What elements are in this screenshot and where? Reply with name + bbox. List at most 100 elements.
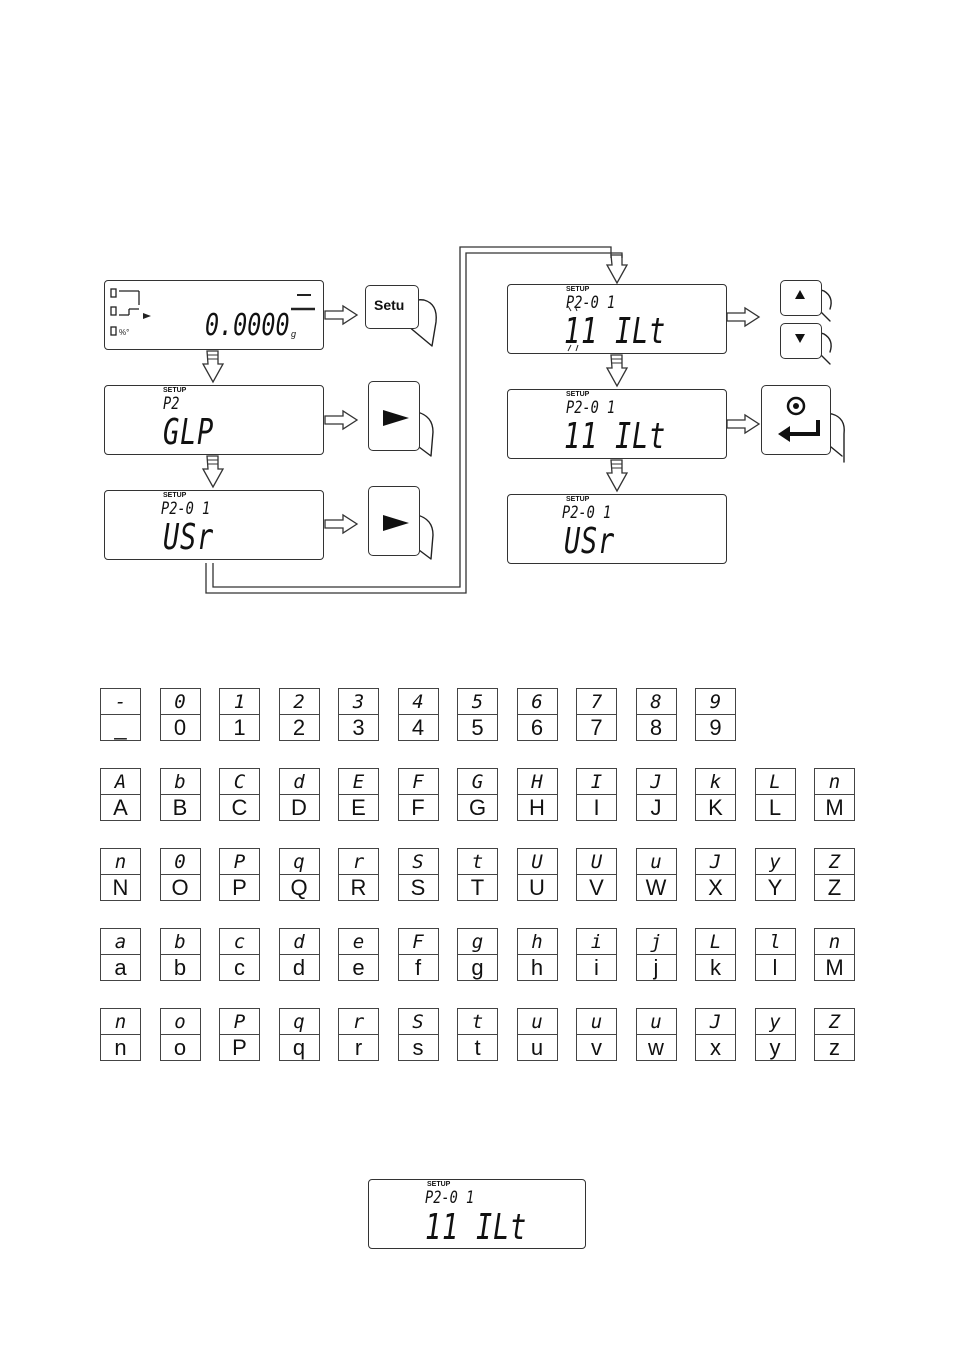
right-arrow-key-2[interactable] (368, 486, 420, 556)
char-letter: j (653, 955, 659, 980)
menu-word: USr (163, 517, 215, 558)
char-display-glyph: 4 (398, 689, 438, 715)
char-display-glyph: 1 (220, 689, 259, 715)
right-arrow-key-1[interactable] (368, 381, 420, 451)
arrow-right-2 (324, 409, 359, 431)
char-display-glyph: n (815, 769, 854, 795)
char-display-glyph: C (220, 769, 259, 795)
display-edit: SETUP P2-0 1 11 ILt (507, 389, 727, 459)
char-display-glyph: o (160, 1009, 200, 1035)
char-letter: U (529, 875, 545, 900)
char-letter: M (825, 955, 844, 980)
char-display-glyph: 7 (577, 689, 616, 715)
menu-code: P2-0 1 (425, 1188, 475, 1208)
display-weighing: %° 0.0000 g (104, 280, 324, 350)
char-letter: V (589, 875, 604, 900)
char-display-glyph: L (696, 929, 735, 955)
char-letter: J (650, 795, 662, 820)
setup-indicator: SETUP (566, 496, 590, 503)
display-final: SETUP P2-0 1 11 ILt (368, 1179, 586, 1249)
char-display-glyph: S (398, 1009, 438, 1035)
up-arrow-key[interactable] (780, 280, 822, 316)
char-display-glyph: E (339, 769, 378, 795)
char-display-glyph: q (279, 1009, 319, 1035)
char-letter: F (411, 795, 425, 820)
char-display-glyph: i (577, 929, 616, 955)
char-display-glyph: h (517, 929, 557, 955)
char-letter: Q (290, 875, 308, 900)
char-display-glyph: P (220, 1009, 259, 1035)
char-letter: r (354, 1035, 363, 1060)
char-letter: Y (767, 875, 783, 900)
char-letter: A (113, 795, 128, 820)
menu-code: P2 (163, 394, 180, 414)
char-display-glyph: u (577, 1009, 616, 1035)
char-display-glyph: 8 (636, 689, 676, 715)
char-display-glyph: b (160, 769, 200, 795)
char-letter: i (594, 955, 599, 980)
blink-marks (567, 305, 579, 352)
char-letter: W (645, 875, 667, 900)
char-display-glyph: u (517, 1009, 557, 1035)
right-arrow-icon (383, 515, 409, 531)
setup-key[interactable]: Setu (365, 285, 419, 329)
arrow-right-3 (324, 513, 359, 535)
menu-word: 11 ILt (564, 416, 667, 457)
char-letter: f (414, 955, 422, 980)
arrow-right-4 (726, 306, 761, 328)
char-display-glyph: y (755, 849, 795, 875)
char-letter: E (351, 795, 366, 820)
menu-code: P2-0 1 (566, 293, 616, 313)
char-display-glyph: e (339, 929, 378, 955)
setup-indicator: SETUP (566, 286, 590, 293)
char-display-glyph: r (339, 1009, 378, 1035)
char-display-glyph: H (517, 769, 557, 795)
char-display-glyph: y (755, 1009, 795, 1035)
display-edit-blinking: SETUP P2-0 1 11 ILt (507, 284, 727, 354)
char-display-glyph: F (398, 929, 438, 955)
char-letter: z (829, 1035, 840, 1060)
down-arrow-icon (795, 334, 805, 343)
down-arrow-key[interactable] (780, 323, 822, 359)
char-display-glyph: n (101, 849, 140, 875)
char-letter: K (708, 795, 723, 820)
char-letter: B (172, 795, 188, 820)
char-display-glyph: t (458, 1009, 497, 1035)
up-arrow-icon (795, 290, 805, 299)
char-display-glyph: J (696, 1009, 735, 1035)
char-display-glyph: j (636, 929, 676, 955)
enter-key[interactable] (761, 385, 831, 455)
char-letter: y (769, 1035, 781, 1060)
char-cell: -_ (100, 688, 141, 741)
char-display-glyph: P (220, 849, 259, 875)
menu-word: USr (564, 521, 616, 562)
